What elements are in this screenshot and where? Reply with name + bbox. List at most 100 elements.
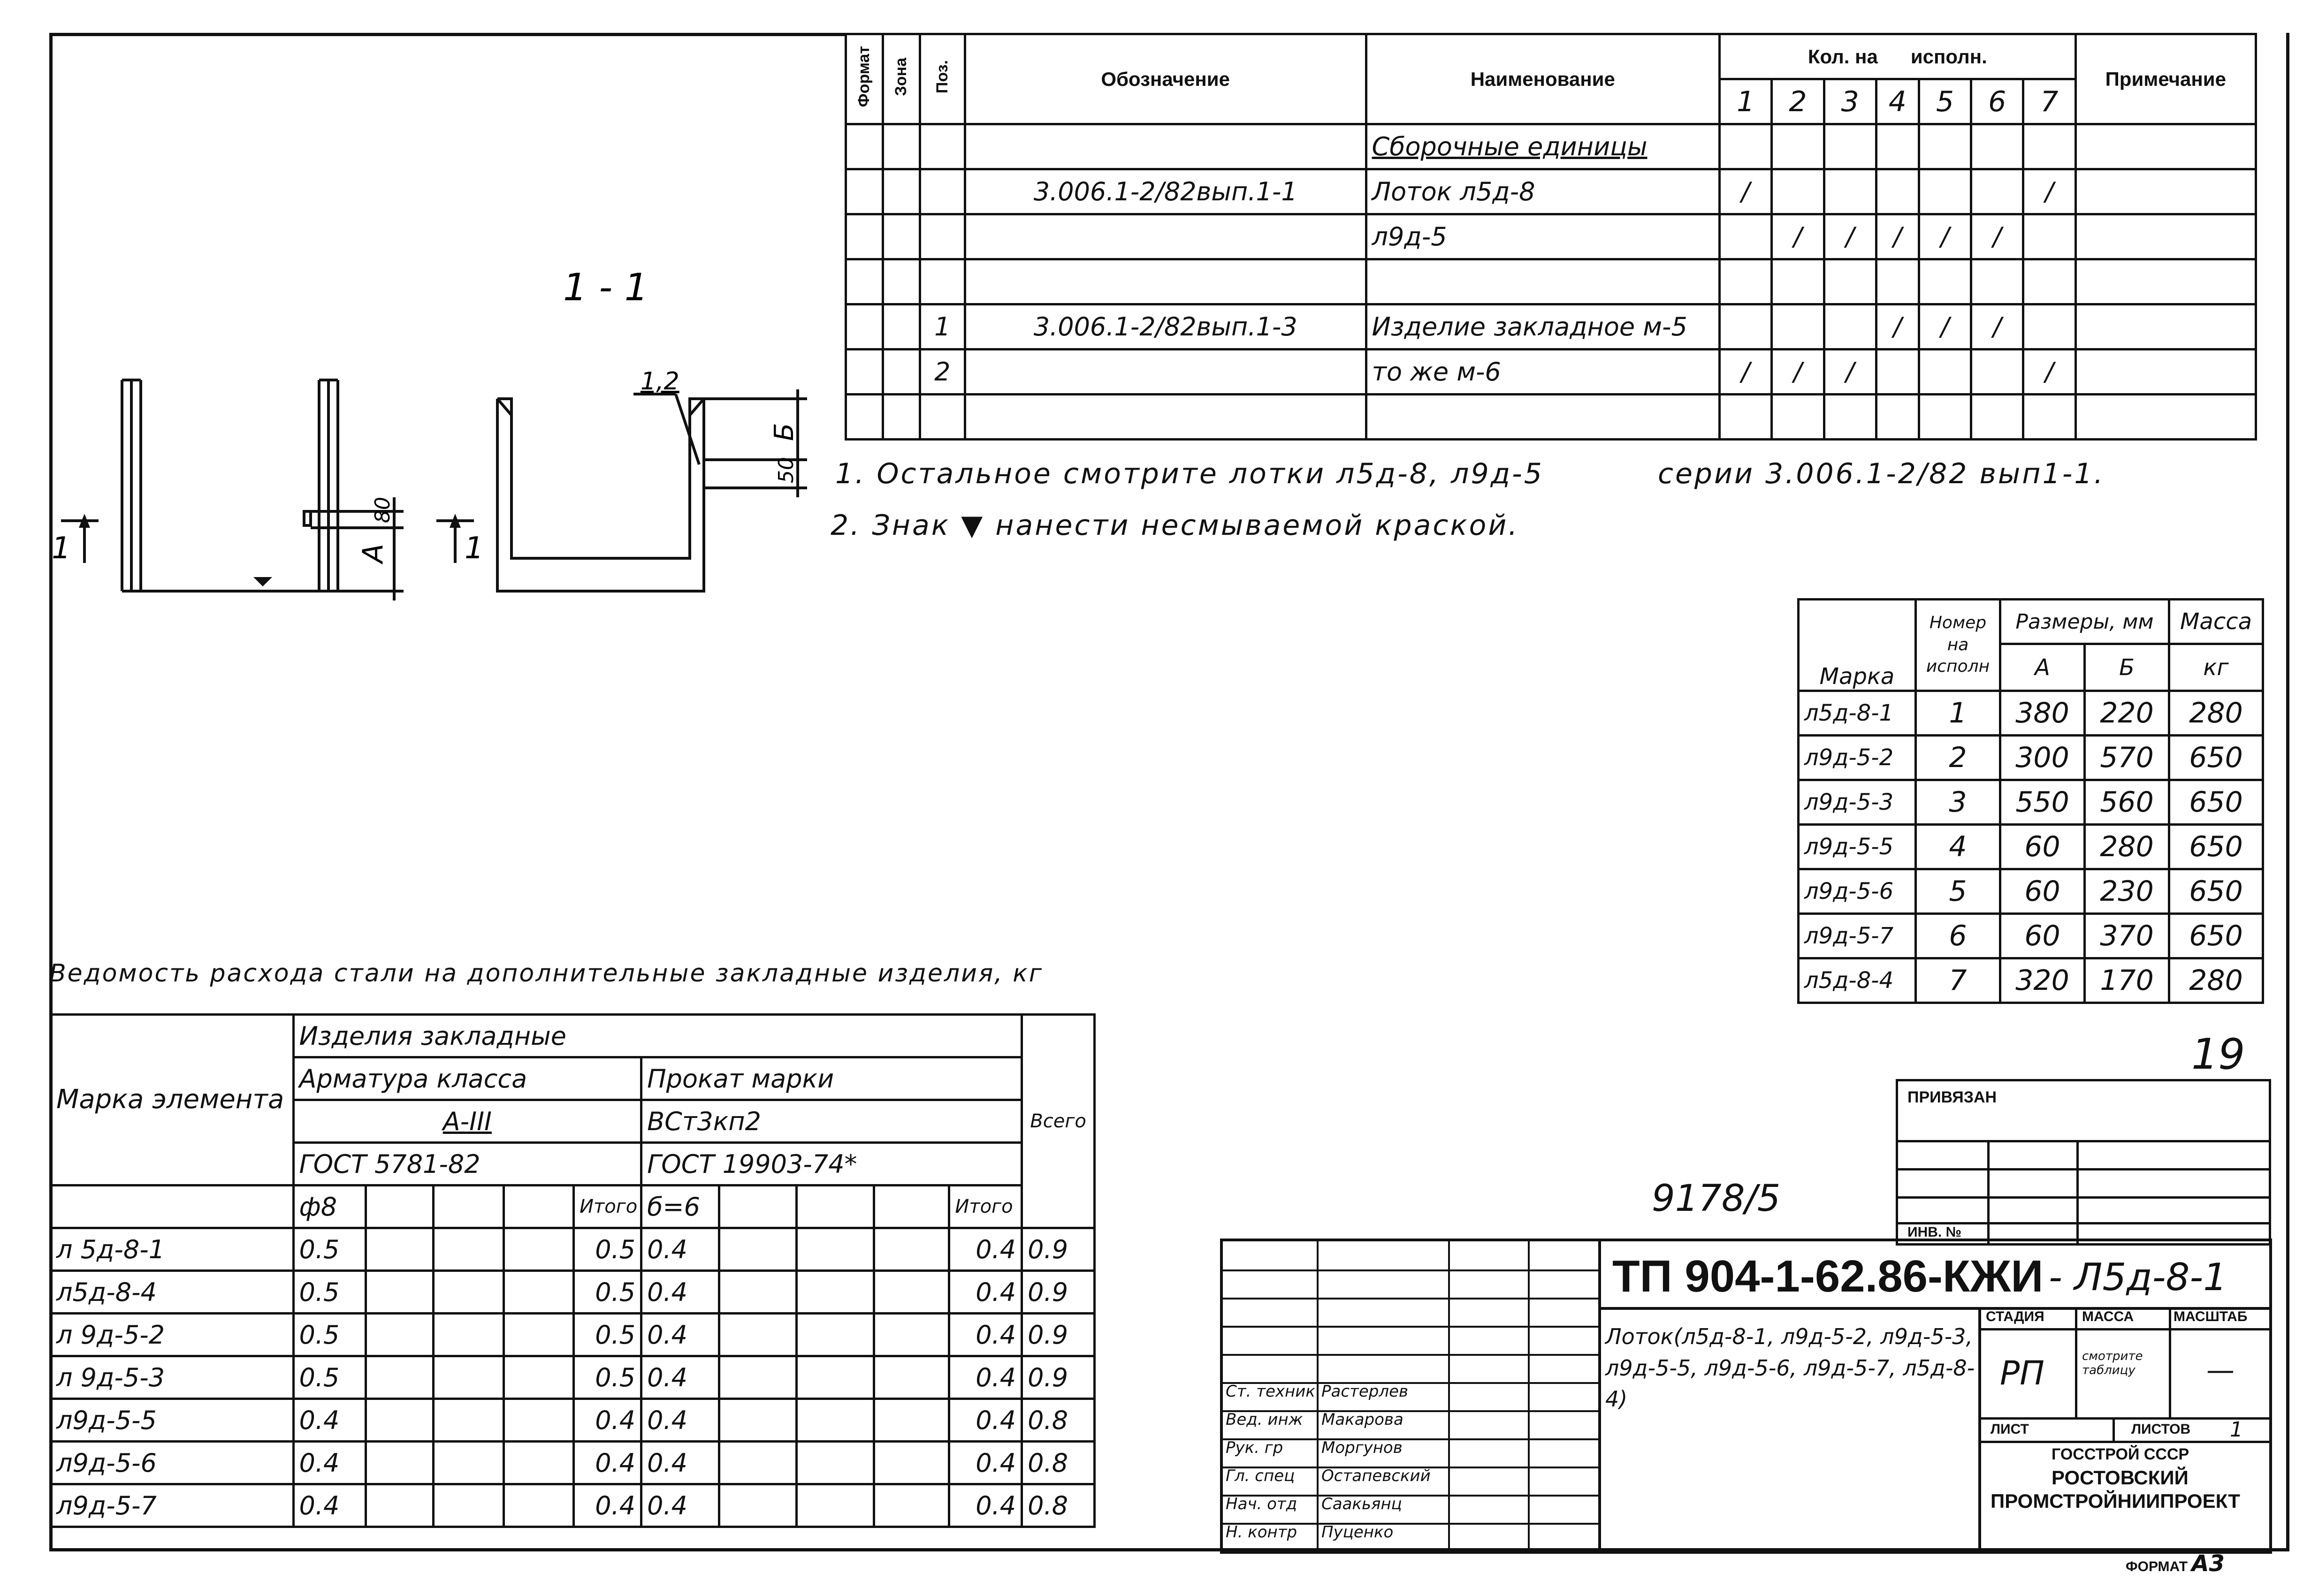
steel-hdr-t6: б=6 [640, 1184, 720, 1229]
signature-name: Саакьянц [1321, 1495, 1402, 1513]
dims-hdr-b: Б [2083, 643, 2170, 692]
steel-subtotal2: 0.4 [948, 1312, 1023, 1357]
dims-hdr-sizes: Размеры, мм [1999, 598, 2170, 645]
signature-role: Вед. инж [1226, 1410, 1303, 1429]
steel-empty [873, 1227, 951, 1272]
spec-mark [1823, 123, 1877, 170]
spec-mark [2022, 213, 2077, 260]
steel-empty [795, 1227, 876, 1272]
spec-zone [881, 258, 921, 305]
steel-subtotal: 0.5 [572, 1269, 643, 1315]
spec-mark [1875, 348, 1920, 395]
dims-hdr-mass: Масса [2168, 598, 2264, 645]
spec-mark [1917, 123, 1973, 170]
spec-mark [2022, 393, 2077, 441]
steel-empty [365, 1398, 435, 1443]
steel-empty [795, 1398, 876, 1443]
spec-mark: / [1917, 303, 1973, 350]
dims-b: 370 [2083, 912, 2170, 959]
steel-empty [795, 1483, 876, 1528]
spec-mark [1970, 393, 2025, 441]
steel-hdr-rebar-class: А-III [292, 1099, 643, 1144]
spec-pos [918, 258, 966, 305]
steel-mark: л9д-5-6 [49, 1440, 295, 1485]
stamp-number: 9178/5 [1652, 1178, 1781, 1220]
spec-mark: / [1970, 213, 2025, 260]
document-code-suffix: - Л5д-8-1 [2049, 1255, 2227, 1299]
spec-mark: / [1875, 303, 1920, 350]
spec-mark [1917, 393, 1973, 441]
dims-mark: л5д-8-4 [1797, 957, 1917, 1004]
spec-mark [1718, 123, 1773, 170]
steel-mark: л5д-8-4 [49, 1269, 295, 1315]
section-label: 1 - 1 [563, 266, 648, 309]
hdr-variant-3: 3 [1823, 78, 1877, 125]
org-3: ПРОМСТРОЙНИИПРОЕКТ [1991, 1490, 2240, 1512]
sig-grid-hline [1223, 1354, 1598, 1356]
dims-num: 2 [1914, 734, 2001, 781]
signature-role: Нач. отд [1226, 1495, 1297, 1513]
steel-t6: 0.4 [640, 1269, 720, 1315]
hdr-variant-1: 1 [1718, 78, 1773, 125]
spec-mark: / [1970, 303, 2025, 350]
steel-empty [717, 1269, 798, 1315]
spec-mark [2022, 123, 2077, 170]
dims-b: 220 [2083, 690, 2170, 737]
spec-mark [1917, 348, 1973, 395]
steel-empty [502, 1312, 575, 1357]
specification-table: Формат Зона Поз. Обозначение Наименовани… [845, 33, 2258, 441]
steel-empty [432, 1483, 505, 1528]
sig-grid-hline [1223, 1523, 1598, 1525]
dims-mass: 650 [2168, 734, 2264, 781]
signature-row: Нач. отд Саакьянц [1223, 1490, 1598, 1518]
spec-pos [918, 393, 966, 441]
steel-d8: 0.5 [292, 1312, 367, 1357]
dims-hdr-num: Номер на исполн [1914, 598, 2001, 692]
signature-name: Макарова [1321, 1410, 1403, 1429]
spec-mark [1770, 303, 1825, 350]
steel-hdr-blank-4 [717, 1184, 798, 1229]
dims-mass: 650 [2168, 868, 2264, 915]
signature-role: Рук. гр [1226, 1438, 1283, 1457]
spec-mark: / [2022, 168, 2077, 215]
spec-mark [1718, 303, 1773, 350]
dims-hdr-kg: кг [2168, 643, 2264, 692]
sig-grid-hline [1223, 1438, 1598, 1440]
spec-mark [1875, 168, 1920, 215]
stage-box: СТАДИЯ МАССА МАСШТАБ РП смотрите таблицу… [1978, 1307, 2272, 1551]
spec-mark: / [1917, 213, 1973, 260]
steel-empty [432, 1355, 505, 1400]
steel-mark: л 5д-8-1 [49, 1227, 295, 1272]
spec-format [845, 393, 884, 441]
steel-empty [365, 1227, 435, 1272]
signature-row: Вед. инж Макарова [1223, 1406, 1598, 1434]
steel-empty [717, 1227, 798, 1272]
spec-row [845, 393, 2258, 441]
spec-format [845, 213, 884, 260]
spec-mark [2022, 303, 2077, 350]
cut-left-label: 1 [52, 531, 71, 566]
dims-mark: л9д-5-7 [1797, 912, 1917, 959]
steel-empty [795, 1355, 876, 1400]
drawing-frame [49, 33, 2289, 1551]
spec-designation [963, 123, 1367, 170]
title-description: Лоток(л5д-8-1, л9д-5-2, л9д-5-3, л9д-5-5… [1605, 1324, 1975, 1412]
bound-box: ПРИВЯЗАН ИНВ. № [1896, 1079, 2271, 1246]
steel-empty [502, 1355, 575, 1400]
steel-hdr-total: Всего [1021, 1013, 1096, 1229]
spec-name: Лоток л5д-8 [1365, 168, 1721, 215]
spec-format [845, 168, 884, 215]
steel-t6: 0.4 [640, 1440, 720, 1485]
spec-row: л9д-5///// [845, 213, 2258, 260]
dims-mark: л9д-5-6 [1797, 868, 1917, 915]
sig-grid-hline [1223, 1410, 1598, 1412]
dims-mass: 650 [2168, 912, 2264, 959]
spec-zone [881, 168, 921, 215]
